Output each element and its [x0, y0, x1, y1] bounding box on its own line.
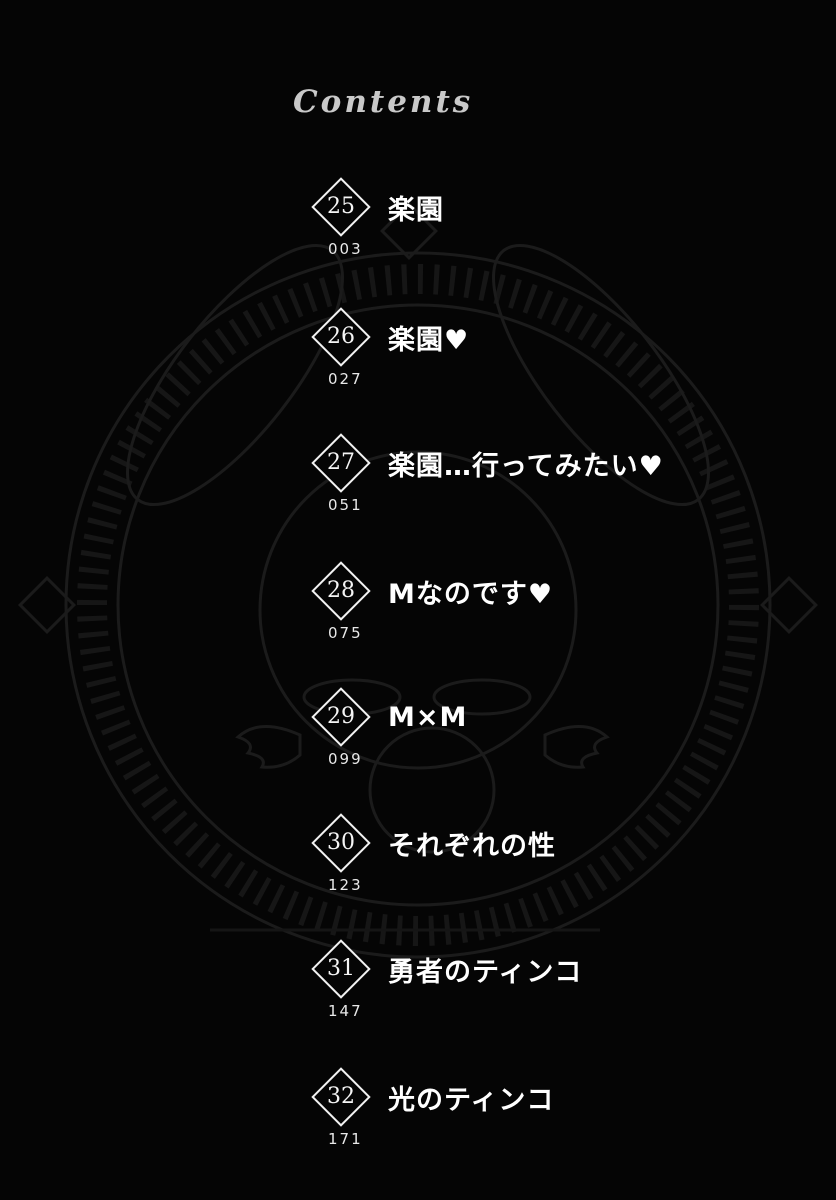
creature-wing-left: [235, 725, 302, 769]
toc-entry-31: 31 勇者のティンコ 147: [311, 939, 792, 1020]
chapter-page-number: 027: [328, 370, 363, 388]
cardinal-diamond-left: [18, 576, 76, 634]
chapter-number: 31: [327, 956, 355, 981]
toc-entry-27: 27 楽園…行ってみたい♥ 051: [311, 433, 792, 514]
chapter-page-number: 051: [328, 496, 363, 514]
chapter-number: 32: [327, 1084, 355, 1109]
chapter-number-badge: 31: [311, 939, 371, 999]
diamond-frame: 30: [311, 813, 371, 873]
chapter-number-badge: 25: [311, 177, 371, 237]
chapter-title: 楽園♥: [388, 324, 470, 356]
chapter-number: 29: [327, 704, 355, 729]
diamond-frame: 32: [311, 1067, 371, 1127]
chapter-page-number: 171: [328, 1130, 363, 1148]
diamond-frame: 25: [311, 177, 371, 237]
chapter-page-number: 075: [328, 624, 363, 642]
toc-entry-32: 32 光のティンコ 171: [311, 1067, 792, 1148]
chapter-title: 楽園: [388, 194, 444, 226]
chapter-number-badge: 30: [311, 813, 371, 873]
chapter-page-number: 123: [328, 876, 363, 894]
diamond-frame: 26: [311, 307, 371, 367]
chapter-title: 光のティンコ: [388, 1084, 555, 1116]
chapter-number: 28: [327, 578, 355, 603]
chapter-number: 27: [327, 450, 355, 475]
chapter-title: 勇者のティンコ: [388, 956, 583, 988]
toc-entry-26: 26 楽園♥ 027: [311, 307, 792, 388]
chapter-number-badge: 26: [311, 307, 371, 367]
chapter-page-number: 099: [328, 750, 363, 768]
diamond-frame: 31: [311, 939, 371, 999]
toc-entry-29: 29 M×M 099: [311, 687, 792, 768]
chapter-number-badge: 29: [311, 687, 371, 747]
toc-entry-25: 25 楽園 003: [311, 177, 792, 258]
chapter-number-badge: 28: [311, 561, 371, 621]
chapter-number-badge: 32: [311, 1067, 371, 1127]
diamond-frame: 27: [311, 433, 371, 493]
page-title: Contents: [293, 84, 474, 120]
toc-entry-30: 30 それぞれの性 123: [311, 813, 792, 894]
chapter-number: 30: [327, 830, 355, 855]
chapter-title: 楽園…行ってみたい♥: [388, 450, 664, 482]
chapter-page-number: 003: [328, 240, 363, 258]
chapter-title: M×M: [388, 701, 468, 733]
diamond-frame: 28: [311, 561, 371, 621]
diamond-frame: 29: [311, 687, 371, 747]
chapter-title: Mなのです♥: [388, 578, 554, 610]
chapter-number: 25: [327, 194, 355, 219]
chapter-page-number: 147: [328, 1002, 363, 1020]
chapter-number-badge: 27: [311, 433, 371, 493]
chapter-title: それぞれの性: [388, 830, 556, 862]
toc-entry-28: 28 Mなのです♥ 075: [311, 561, 792, 642]
chapter-number: 26: [327, 324, 355, 349]
